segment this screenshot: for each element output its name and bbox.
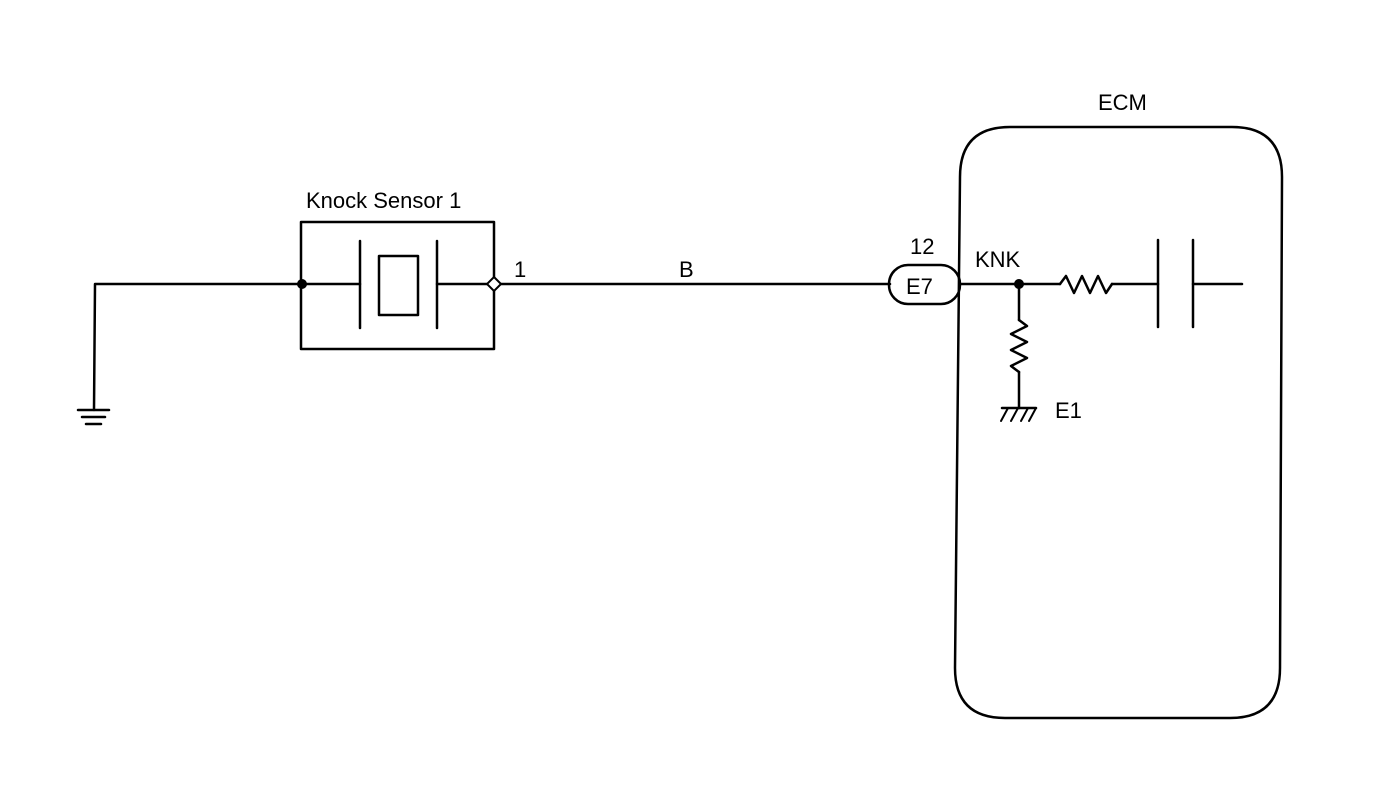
ecm-box: [953, 125, 1284, 720]
sensor-pin-terminal: [485, 275, 503, 293]
knk-terminal-label: KNK: [975, 247, 1021, 272]
connector-pin-label: 12: [910, 234, 934, 259]
ecm-ground-icon: [1000, 406, 1038, 422]
shunt-resistor-icon: [1009, 318, 1029, 374]
knock-sensor-box: [299, 220, 496, 351]
wire-color-label: B: [679, 257, 694, 282]
ecm-label: ECM: [1098, 90, 1147, 115]
sensor-pin-label: 1: [514, 257, 526, 282]
signal-wire: B: [499, 257, 892, 286]
connector-e7: E7 12: [887, 234, 962, 306]
knock-sensor-label: Knock Sensor 1: [306, 188, 461, 213]
e1-terminal-label: E1: [1055, 398, 1082, 423]
ecm: ECM KNK E1: [953, 90, 1284, 720]
chassis-ground-icon: [76, 282, 304, 426]
knock-sensor: Knock Sensor 1 1: [297, 188, 526, 351]
capacitor-icon: [1156, 238, 1244, 329]
series-resistor-icon: [1058, 274, 1114, 295]
piezo-element-icon: [377, 254, 420, 317]
connector-label: E7: [906, 274, 933, 299]
